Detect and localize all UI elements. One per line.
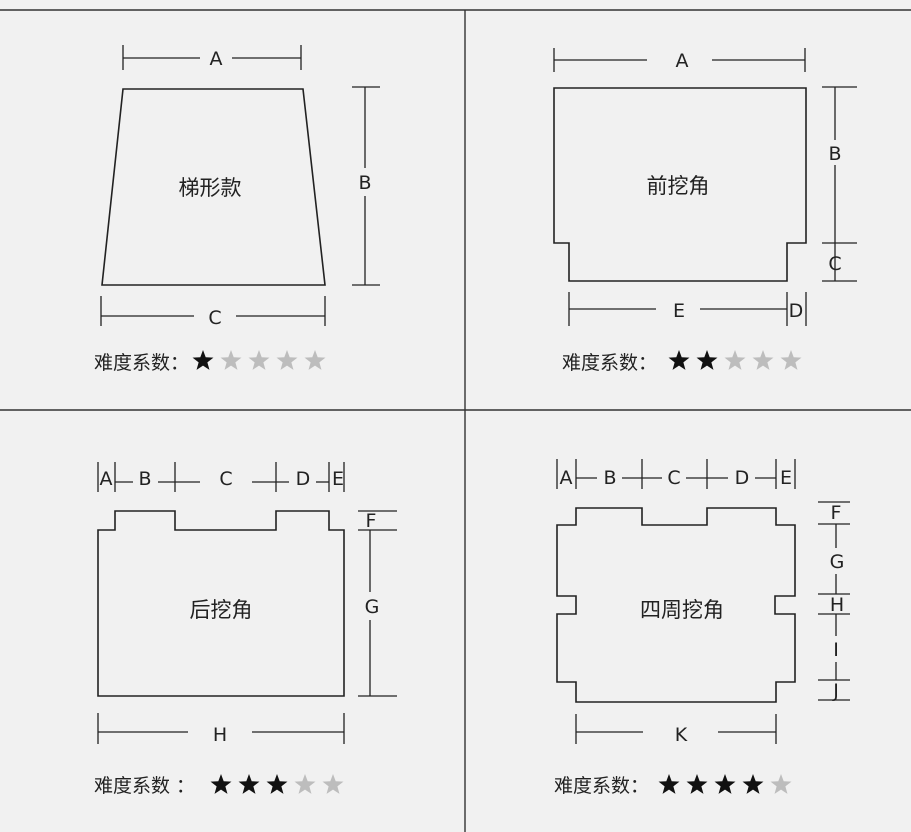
star-empty-icon bbox=[304, 350, 326, 370]
star-filled-icon bbox=[742, 774, 764, 794]
dim-label-b: B bbox=[828, 143, 841, 165]
dim-label-c: C bbox=[828, 253, 841, 275]
dim-label-h: H bbox=[213, 724, 227, 746]
dim-label-c: C bbox=[667, 467, 680, 489]
dim-label-c: C bbox=[219, 468, 232, 490]
star-filled-icon bbox=[658, 774, 680, 794]
star-filled-icon bbox=[192, 350, 214, 370]
dim-label-b: B bbox=[603, 467, 616, 489]
star-empty-icon bbox=[220, 350, 242, 370]
difficulty-label: 难度系数： bbox=[94, 352, 189, 374]
trapezoid-shape bbox=[101, 88, 326, 286]
star-filled-icon bbox=[668, 350, 690, 370]
star-filled-icon bbox=[696, 350, 718, 370]
star-empty-icon bbox=[294, 774, 316, 794]
dim-label-b: B bbox=[138, 468, 151, 490]
star-empty-icon bbox=[752, 350, 774, 370]
dim-label-j: J bbox=[832, 680, 839, 702]
star-empty-icon bbox=[248, 350, 270, 370]
panel-title: 后挖角 bbox=[190, 598, 253, 622]
dim-label-a: A bbox=[676, 50, 689, 72]
dim-label-f: F bbox=[366, 510, 377, 532]
dim-label-i: I bbox=[833, 639, 839, 661]
dim-label-e: E bbox=[673, 300, 685, 322]
panel-trapezoid: 梯形款 A B C 难度系数： bbox=[94, 45, 380, 374]
dim-label-e: E bbox=[332, 468, 344, 490]
dim-label-g: G bbox=[830, 551, 845, 573]
difficulty-stars bbox=[658, 774, 792, 794]
star-filled-icon bbox=[714, 774, 736, 794]
dim-label-b: B bbox=[358, 172, 371, 194]
dim-label-e: E bbox=[780, 467, 792, 489]
difficulty-label: 难度系数 ： bbox=[94, 775, 195, 797]
front-notch-shape bbox=[553, 87, 807, 282]
star-filled-icon bbox=[266, 774, 288, 794]
star-filled-icon bbox=[238, 774, 260, 794]
panel-title: 梯形款 bbox=[179, 176, 242, 200]
dim-label-a: A bbox=[210, 48, 223, 70]
dim-label-d: D bbox=[296, 468, 311, 490]
difficulty-stars bbox=[192, 350, 326, 370]
panel-title: 四周挖角 bbox=[640, 598, 724, 622]
dim-label-h: H bbox=[830, 594, 844, 616]
difficulty-stars bbox=[668, 350, 802, 370]
star-filled-icon bbox=[686, 774, 708, 794]
dim-label-d: D bbox=[789, 300, 804, 322]
dim-label-a: A bbox=[560, 467, 573, 489]
star-empty-icon bbox=[770, 774, 792, 794]
difficulty-label: 难度系数： bbox=[562, 352, 657, 374]
dim-label-k: K bbox=[675, 724, 688, 746]
dim-label-c: C bbox=[208, 307, 221, 329]
star-empty-icon bbox=[724, 350, 746, 370]
panel-back-notch: 后挖角 A B C D E F G H 难度系数 ： bbox=[94, 462, 397, 797]
dim-label-a: A bbox=[100, 468, 113, 490]
star-empty-icon bbox=[276, 350, 298, 370]
panel-front-notch: 前挖角 A B C E D 难度系数： bbox=[553, 48, 857, 374]
back-notch-shape bbox=[97, 510, 345, 697]
dim-label-g: G bbox=[365, 596, 380, 618]
panel-all-around-notch: 四周挖角 A B C D E F G H I J K 难度系数： bbox=[554, 459, 850, 797]
panel-title: 前挖角 bbox=[647, 174, 710, 198]
difficulty-label: 难度系数： bbox=[554, 775, 649, 797]
star-empty-icon bbox=[322, 774, 344, 794]
dim-label-d: D bbox=[735, 467, 750, 489]
star-empty-icon bbox=[780, 350, 802, 370]
star-filled-icon bbox=[210, 774, 232, 794]
dim-label-f: F bbox=[831, 502, 842, 524]
all-around-notch-shape bbox=[556, 507, 796, 703]
difficulty-stars bbox=[210, 774, 344, 794]
